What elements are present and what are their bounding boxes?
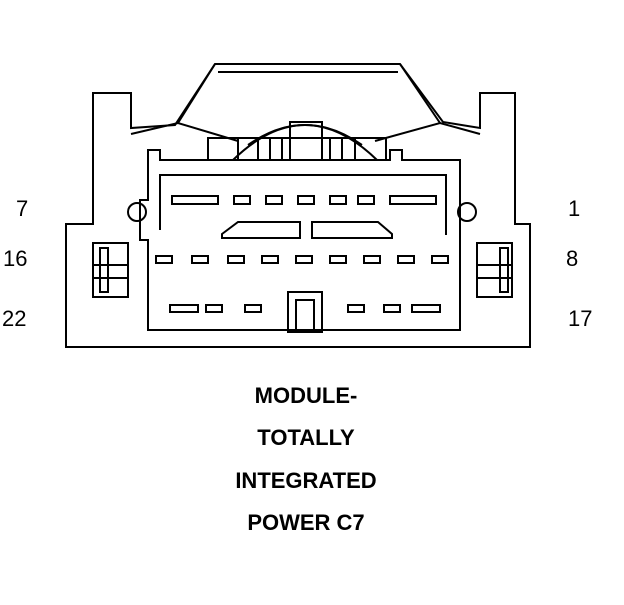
pin-label-left-middle: 16 [3, 246, 28, 271]
latch-block [207, 137, 387, 161]
pin-cavity-row1 [329, 195, 347, 205]
center-large-cavity-inner [295, 299, 315, 333]
left-lock-tab-inner [99, 247, 109, 293]
pin-cavity-row3 [347, 304, 365, 313]
pin-cavity-row3 [383, 304, 401, 313]
caption-line-1: MODULE- [254, 383, 358, 408]
pin-cavity-row2 [155, 255, 173, 264]
pin-cavity-row1 [233, 195, 251, 205]
left-lock-tab [92, 242, 129, 298]
pin-cavity-row3 [205, 304, 223, 313]
keying-slot-right [311, 221, 393, 239]
cavity-inner-outline [159, 174, 447, 235]
pin-cavity-row1 [265, 195, 283, 205]
pin-cavity-row2 [363, 255, 381, 264]
pin-cavity-row1 [297, 195, 315, 205]
left-corner-detail [127, 202, 147, 222]
hood-outer-line [177, 63, 216, 124]
pin-cavity-row2 [397, 255, 415, 264]
pin-cavity-row1 [171, 195, 219, 205]
caption-line-3: INTEGRATED [235, 468, 377, 493]
right-lock-tab [476, 242, 513, 298]
pin-label-right-bottom: 17 [568, 306, 593, 331]
pin-label-right-middle: 8 [566, 246, 579, 271]
pin-cavity-row2 [227, 255, 245, 264]
pin-cavity-row1 [389, 195, 437, 205]
center-large-cavity [287, 291, 323, 333]
pin-label-left-bottom: 22 [2, 306, 27, 331]
cavity-outline [139, 149, 461, 331]
keying-slot-left [221, 221, 301, 239]
pin-cavity-row3 [411, 304, 441, 313]
right-lock-tab-inner [499, 247, 509, 293]
connector-body-outline [65, 63, 531, 348]
hood-outer-line-right [399, 63, 441, 124]
pin-cavity-row2 [191, 255, 209, 264]
pin-cavity-row3 [169, 304, 199, 313]
latch-center-post [289, 121, 323, 161]
pin-cavity-row2 [295, 255, 313, 264]
right-corner-detail [457, 202, 477, 222]
pin-label-right-top: 1 [568, 196, 581, 221]
pin-cavity-row3 [244, 304, 262, 313]
pin-label-left-top: 7 [16, 196, 29, 221]
pin-cavity-row2 [329, 255, 347, 264]
caption-line-2: TOTALLY [257, 425, 355, 450]
latch-arch-inner [247, 124, 363, 146]
pin-cavity-row2 [261, 255, 279, 264]
pin-cavity-row2 [431, 255, 449, 264]
caption-line-4: POWER C7 [247, 510, 365, 535]
pin-cavity-row1 [357, 195, 375, 205]
